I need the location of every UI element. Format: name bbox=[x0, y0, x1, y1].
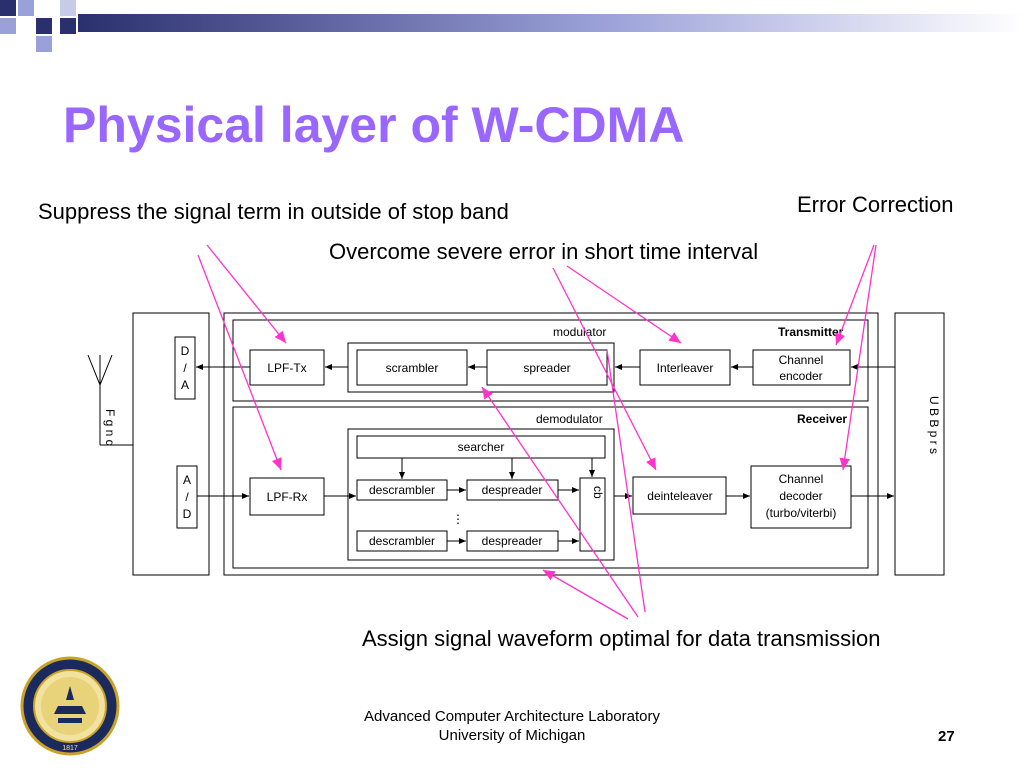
receiver-label: Receiver bbox=[797, 412, 847, 426]
lpf-rx-label: LPF-Rx bbox=[267, 490, 308, 504]
corner-square bbox=[0, 0, 16, 16]
rake-dots: ⋮ bbox=[452, 512, 464, 526]
callout-arrow-decoder bbox=[839, 244, 877, 471]
descrambler-label-1: descrambler bbox=[369, 483, 435, 497]
callout-line-spreader bbox=[606, 349, 646, 613]
corner-square bbox=[18, 0, 34, 16]
corner-square bbox=[36, 18, 52, 34]
callout-arrow-deinteleaver bbox=[552, 267, 657, 471]
footer-line-2: University of Michigan bbox=[438, 727, 586, 744]
descrambler-label-2: descrambler bbox=[369, 534, 435, 548]
baseband-label: U B B p r s bbox=[927, 396, 941, 454]
rf-label: F g n d bbox=[103, 409, 117, 446]
despreader-label-2: despreader bbox=[482, 534, 543, 548]
spreader-label: spreader bbox=[523, 361, 570, 375]
channel-decoder-label-2: decoder bbox=[779, 489, 822, 503]
annotation-error-correction: Error Correction bbox=[797, 192, 954, 217]
scrambler-box bbox=[356, 349, 468, 386]
ad-converter-box bbox=[176, 465, 198, 529]
searcher-box bbox=[356, 435, 606, 459]
transmitter-box bbox=[232, 319, 869, 402]
interleaver-label: Interleaver bbox=[657, 361, 714, 375]
callout-arrow-lpf-tx bbox=[206, 244, 287, 344]
channel-encoder-label-1: Channel bbox=[779, 353, 824, 367]
callout-arrow-demodulator bbox=[542, 569, 629, 620]
combiner-label: cb bbox=[591, 486, 605, 499]
annotation-suppress: Suppress the signal term in outside of s… bbox=[38, 199, 509, 224]
da-converter-box bbox=[174, 336, 196, 400]
ad-label-3: D bbox=[183, 507, 192, 521]
slide-title: Physical layer of W-CDMA bbox=[63, 97, 685, 153]
corner-square bbox=[60, 0, 76, 16]
da-label-2: / bbox=[183, 361, 187, 375]
channel-decoder-label-3: (turbo/viterbi) bbox=[766, 506, 837, 520]
university-seal-logo: 1817 bbox=[20, 656, 120, 756]
antenna-icon bbox=[87, 354, 133, 446]
deinteleaver-label: deinteleaver bbox=[647, 489, 712, 503]
lpf-tx-label: LPF-Tx bbox=[267, 361, 306, 375]
callout-arrow-interleaver bbox=[566, 265, 682, 344]
corner-decoration bbox=[0, 0, 1024, 52]
receiver-box bbox=[232, 406, 869, 569]
demodulator-box bbox=[347, 428, 615, 561]
corner-square bbox=[36, 0, 52, 16]
corner-square bbox=[0, 18, 16, 34]
da-label-1: D bbox=[181, 344, 190, 358]
scrambler-label: scrambler bbox=[386, 361, 439, 375]
demodulator-label: demodulator bbox=[536, 412, 603, 426]
annotation-assign: Assign signal waveform optimal for data … bbox=[362, 626, 881, 651]
annotation-overcome: Overcome severe error in short time inte… bbox=[329, 239, 759, 264]
ad-label-1: A bbox=[183, 473, 191, 487]
callout-arrow-lpf-rx bbox=[197, 254, 282, 471]
corner-square bbox=[18, 36, 34, 52]
footer-line-1: Advanced Computer Architecture Laborator… bbox=[364, 708, 660, 725]
ad-label-2: / bbox=[185, 490, 189, 504]
callout-arrow-modulator bbox=[481, 386, 639, 618]
header-bar bbox=[78, 14, 1024, 32]
searcher-label: searcher bbox=[458, 440, 505, 454]
channel-decoder-box bbox=[750, 465, 852, 529]
corner-square bbox=[18, 18, 34, 34]
svg-text:1817: 1817 bbox=[62, 745, 78, 752]
baseband-box bbox=[894, 312, 945, 576]
callout-arrow-encoder bbox=[835, 244, 875, 346]
rf-frontend-box bbox=[132, 312, 210, 576]
da-label-3: A bbox=[181, 378, 189, 392]
corner-square bbox=[60, 18, 76, 34]
transmitter-label: Transmitter bbox=[778, 325, 844, 339]
despreader-label-1: despreader bbox=[482, 483, 543, 497]
corner-square bbox=[36, 36, 52, 52]
channel-encoder-label-2: encoder bbox=[779, 369, 822, 383]
page-number: 27 bbox=[938, 728, 955, 745]
channel-decoder-label-1: Channel bbox=[779, 472, 824, 486]
footer: Advanced Computer Architecture Laborator… bbox=[342, 707, 682, 745]
modulator-label: modulator bbox=[553, 325, 606, 339]
